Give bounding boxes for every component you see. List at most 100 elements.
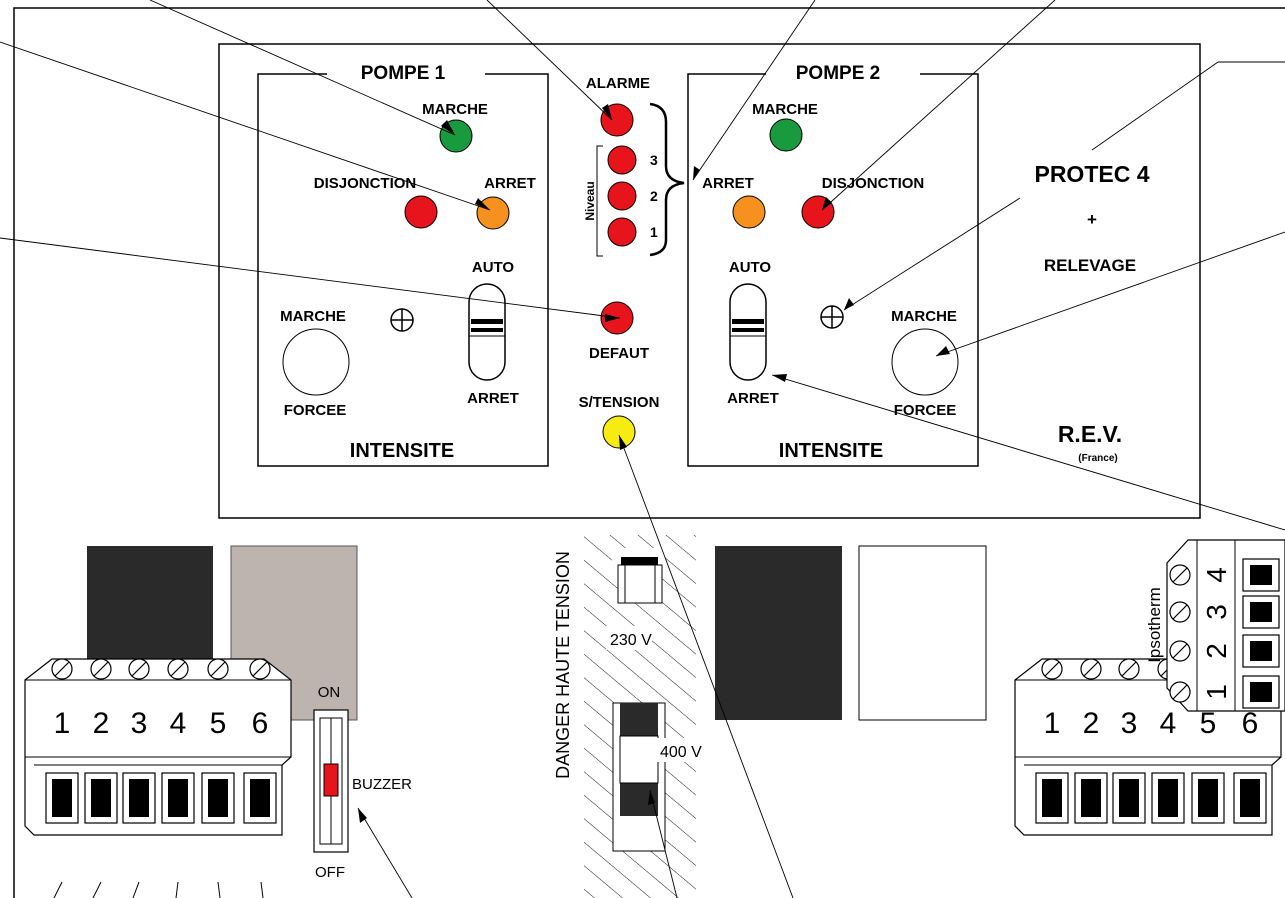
left-terminal-number: 4: [170, 707, 187, 740]
ipsotherm-terminal-number: 3: [1201, 604, 1232, 620]
right-terminal-number: 3: [1121, 707, 1138, 740]
left-terminal-screw[interactable]: [90, 658, 112, 680]
niveau-bracket-left: [596, 145, 603, 257]
left-terminal-leads: [53, 881, 264, 898]
pump1-title-bg: [327, 62, 485, 84]
level1-number: 1: [650, 224, 658, 240]
pump2-forced-run-button[interactable]: [891, 328, 959, 396]
pump1-forced-top-label: MARCHE: [280, 308, 346, 325]
pump2-auto-label: AUTO: [729, 259, 772, 276]
right-terminal-number: 2: [1083, 707, 1100, 740]
level2-led: [607, 181, 637, 211]
left-terminal-number: 3: [131, 707, 148, 740]
right-terminal-screw[interactable]: [1041, 658, 1063, 680]
ipsotherm-terminal-number: 4: [1201, 567, 1232, 583]
right-terminal-screw[interactable]: [1118, 658, 1140, 680]
front-panel: [218, 43, 1201, 519]
left-terminal-number: 6: [252, 707, 269, 740]
pump1-disjonction-label: DISJONCTION: [314, 175, 417, 192]
pump1-section: POMPE 1 MARCHE DISJONCTION ARRET AUTO AR…: [257, 62, 549, 467]
relay-block-3: [715, 546, 842, 720]
right-terminal-slot[interactable]: [1074, 772, 1108, 824]
right-terminal-number: 1: [1044, 707, 1061, 740]
fuse1-label-bg: [606, 626, 652, 650]
pump2-intensite-label: INTENSITE: [779, 440, 883, 462]
ipsotherm-terminal-screw[interactable]: [1169, 640, 1191, 662]
ipsotherm-terminal-slot[interactable]: [1242, 558, 1280, 592]
right-terminal-screw[interactable]: [1080, 658, 1102, 680]
pump1-forced-run-button[interactable]: [282, 328, 350, 396]
fuse1-voltage: 230 V: [610, 632, 652, 649]
pump2-forced-top-label: MARCHE: [891, 308, 957, 325]
level3-number: 3: [650, 152, 658, 168]
ipsotherm-terminal-slot[interactable]: [1242, 595, 1280, 629]
product-relevage: RELEVAGE: [1044, 256, 1136, 275]
right-terminal-slot[interactable]: [1191, 772, 1225, 824]
right-terminal-slot[interactable]: [1151, 772, 1185, 824]
alarme-label: ALARME: [586, 75, 650, 92]
right-terminal-number: 6: [1242, 707, 1259, 740]
left-terminal-screw[interactable]: [51, 658, 73, 680]
level3-led: [607, 145, 637, 175]
pump2-arret-led: [732, 195, 766, 229]
fuse2-cartridge[interactable]: [612, 702, 666, 852]
ipsotherm-terminal-screw[interactable]: [1169, 564, 1191, 586]
left-terminal-screw[interactable]: [128, 658, 150, 680]
fuse2-voltage: 400 V: [660, 744, 702, 761]
pump2-mode-switch[interactable]: [729, 283, 767, 381]
buzzer-off-label: OFF: [315, 864, 345, 881]
pump1-intensite-adjust-screw[interactable]: [390, 308, 414, 332]
left-terminal-screw[interactable]: [207, 658, 229, 680]
left-terminal-slot[interactable]: [243, 772, 277, 824]
fuse2-label-bg: [656, 738, 704, 762]
pump2-title-bg: [766, 62, 920, 84]
center-section: ALARME 3 2 1 Niveau DEFAUT S/TENSION: [579, 75, 685, 449]
right-terminal-number: 4: [1160, 707, 1177, 740]
pump2-arret-label: ARRET: [702, 175, 754, 192]
pump2-switch-arret-label: ARRET: [727, 390, 779, 407]
maker-name: R.E.V.: [1058, 421, 1122, 447]
pump1-intensite-label: INTENSITE: [350, 440, 454, 462]
left-terminal-slot[interactable]: [201, 772, 235, 824]
board-outline: [13, 7, 1285, 898]
pump1-marche-label: MARCHE: [422, 101, 488, 118]
ipsotherm-terminal-slot[interactable]: [1242, 675, 1280, 709]
pump2-disjonction-label: DISJONCTION: [822, 175, 925, 192]
pump1-mode-switch[interactable]: [468, 283, 506, 381]
left-terminal-slot[interactable]: [84, 772, 118, 824]
level-brace: [649, 102, 685, 257]
fuse1-top-cap: [621, 557, 658, 565]
pump1-auto-label: AUTO: [472, 259, 515, 276]
ipsotherm-terminal-screw[interactable]: [1169, 681, 1191, 703]
left-terminal-screw[interactable]: [167, 658, 189, 680]
right-terminal-slot[interactable]: [1112, 772, 1146, 824]
left-terminal-slot[interactable]: [161, 772, 195, 824]
ipsotherm-label: Ipsotherm: [1145, 587, 1164, 663]
left-terminal-slot[interactable]: [45, 772, 79, 824]
right-terminal-slot[interactable]: [1233, 772, 1267, 824]
right-terminal-number: 5: [1200, 707, 1217, 740]
maker-country: (France): [1078, 453, 1117, 464]
pump2-intensite-adjust-screw[interactable]: [820, 305, 844, 329]
relay-block-4: [858, 545, 987, 721]
pump1-title: POMPE 1: [361, 63, 446, 84]
right-terminal-slot[interactable]: [1035, 772, 1069, 824]
left-terminal-number: 1: [54, 707, 71, 740]
left-terminal-slot[interactable]: [122, 772, 156, 824]
stension-led: [602, 415, 636, 449]
buzzer-dip-switch[interactable]: [313, 709, 349, 853]
ipsotherm-terminal-screw[interactable]: [1169, 601, 1191, 623]
ipsotherm-terminal-number: 1: [1201, 684, 1232, 700]
danger-label: DANGER HAUTE TENSION: [553, 551, 573, 779]
pump1-arret-label: ARRET: [484, 175, 536, 192]
leader-arrowheads: [358, 104, 950, 823]
stension-label: S/TENSION: [579, 394, 660, 411]
left-terminal-number: 5: [210, 707, 227, 740]
niveau-label: Niveau: [583, 181, 597, 220]
ipsotherm-terminal-slot[interactable]: [1242, 634, 1280, 668]
left-terminal-screw[interactable]: [249, 658, 271, 680]
